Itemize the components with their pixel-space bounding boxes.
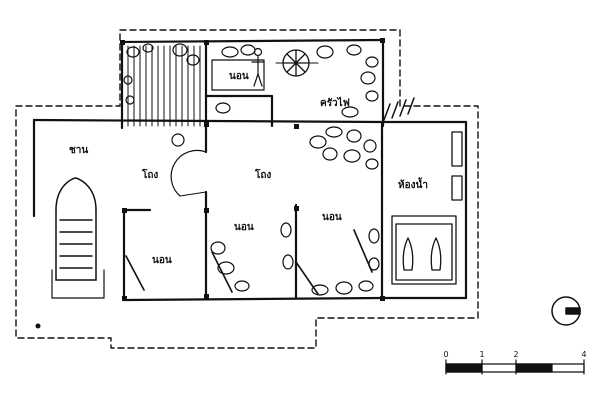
main-walls [32, 118, 384, 302]
scale-tick-1: 1 [479, 350, 484, 359]
bath-stairs [383, 97, 415, 121]
bathroom-fixtures [391, 131, 463, 285]
sword-marks [125, 229, 373, 295]
scale-bar [445, 359, 585, 375]
center-stones [210, 126, 380, 296]
hall-door-leaf [179, 191, 207, 197]
label-room-left: นอน [152, 255, 172, 266]
upper-block-walls [120, 38, 385, 130]
label-room-top: นอน [229, 71, 249, 82]
scale-tick-4: 4 [581, 350, 586, 359]
hall-door-swing [170, 149, 207, 197]
posts [35, 38, 385, 329]
upper-stones [123, 43, 379, 118]
label-hall-left: โถง [141, 168, 158, 181]
label-hall-center: โถง [254, 168, 271, 181]
label-chan: ชาน [69, 145, 88, 156]
label-room-right: นอน [322, 212, 342, 223]
outer-dashed-outline [15, 29, 479, 349]
entry-marker [171, 133, 185, 147]
staircase [55, 177, 97, 281]
label-bathroom: ห้องน้ำ [398, 177, 428, 191]
label-room-mid: นอน [234, 222, 254, 233]
stair-landing [51, 269, 105, 299]
top-bed [211, 59, 265, 91]
label-kitchen: ครัวไฟ [320, 96, 350, 109]
scale-tick-0: 0 [443, 350, 448, 359]
bathroom-walls [380, 120, 468, 300]
scale-tick-2: 2 [513, 350, 518, 359]
north-arrow [551, 296, 581, 326]
terrace-hatching [127, 45, 201, 127]
person-figure [251, 47, 265, 87]
stove-icon [275, 49, 319, 77]
